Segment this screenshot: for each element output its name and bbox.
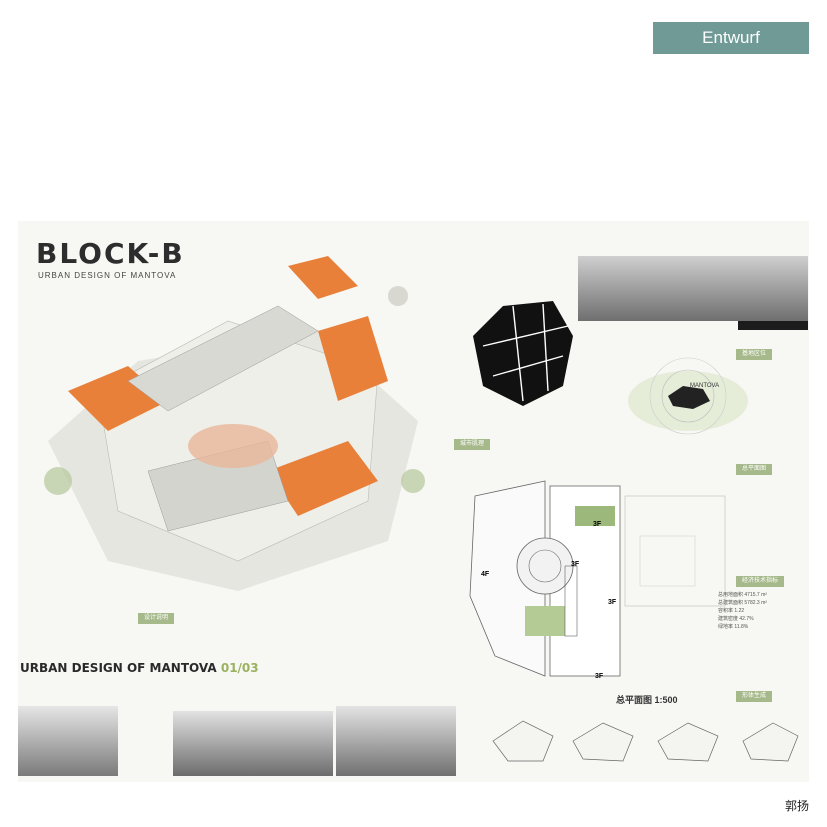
tech-stats: 总用地面积 4715.7 m² 总建筑面积 5782.3 m² 容积率 1.22…	[718, 591, 767, 631]
label-tech-indicators: 经济技术指标	[736, 576, 785, 587]
poster-title: BLOCK-B	[36, 237, 185, 270]
roof-block-east	[318, 316, 388, 401]
mantova-location-map	[628, 357, 748, 435]
poster-subtitle: URBAN DESIGN OF MANTOVA	[38, 271, 177, 280]
figure-ground-map	[473, 301, 573, 406]
label-design-desc: 设计说明	[138, 613, 175, 624]
dark-bar	[738, 321, 808, 330]
stat-row: 建筑密度 42.7%	[718, 616, 754, 622]
lower-title: URBAN DESIGN OF MANTOVA 01/03	[20, 661, 259, 675]
axonometric-illustration	[44, 256, 425, 591]
label-site-plan: 总平面图	[736, 464, 773, 475]
floor-tag-5: 3F	[595, 673, 604, 680]
street-photo-3	[336, 706, 456, 776]
stat-row: 容积率 1.22	[718, 608, 745, 614]
street-photo-2	[173, 711, 333, 776]
entwurf-tag: Entwurf	[653, 22, 809, 54]
scale-label: 总平面图 1:500	[616, 695, 678, 705]
label-site-analysis: 城市肌理	[454, 439, 491, 450]
floor-tag-3: 3F	[608, 599, 617, 606]
roof-block-south	[268, 441, 378, 516]
street-photo-1	[18, 706, 118, 776]
site-plan	[469, 480, 726, 677]
stat-row: 总建筑面积 5782.3 m²	[718, 600, 767, 606]
floor-tag-4: 4F	[481, 571, 490, 578]
poster-board: BLOCK-B URBAN DESIGN OF MANTOVA 基地区位 城市肌…	[18, 221, 809, 782]
label-location: 基地区位	[736, 349, 773, 360]
floor-tag-1: 3F	[593, 521, 602, 528]
stat-row: 总用地面积 4715.7 m²	[718, 592, 767, 598]
author-name: 郭扬	[784, 799, 809, 813]
floor-tag-2: 3F	[571, 561, 580, 568]
label-massing: 形体生成	[736, 691, 773, 702]
roof-block-north	[288, 256, 358, 299]
massing-diagrams	[492, 720, 799, 762]
stat-row: 绿地率 11.8%	[718, 624, 749, 630]
street-photo-top	[578, 256, 808, 321]
map-place-label: MANTOVA	[690, 383, 720, 389]
